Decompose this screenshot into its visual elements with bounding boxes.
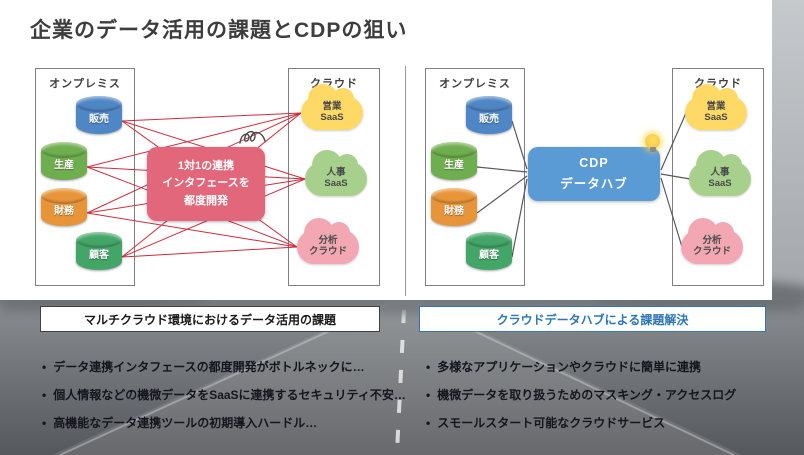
lightbulb-icon [645,134,660,152]
solution-bullet-list: 多様なアプリケーションやクラウドに簡単に連携 機微データを取り扱うためのマスキン… [426,360,790,444]
bullet-item: 個人情報などの機微データをSaaSに連携するセキュリティ不安… [42,388,418,403]
bullet-item: 多様なアプリケーションやクラウドに簡単に連携 [426,360,790,375]
caption-problem: マルチクラウド環境におけるデータ活用の課題 [40,306,380,332]
panel-divider [405,66,406,296]
problem-box: 1対1の連携 インタフェースを 都度開発 [147,147,265,221]
cloud-analytics-right: 分析 クラウド [681,218,743,264]
caption-solution: クラウドデータハブによる課題解決 [419,306,766,332]
cloud-hr-saas-left: 人事 SaaS [305,150,367,196]
database-sales-left: 販売 [76,96,122,134]
onprem-label: オンプレミス [439,78,511,90]
database-finance-right: 財務 [431,188,477,226]
database-sales-right: 販売 [466,96,512,134]
page-title: 企業のデータ活用の課題とCDPの狙い [30,19,408,42]
cloud-hr-saas-right: 人事 SaaS [689,150,751,196]
problem-bullet-list: データ連携インタフェースの都度開発がボトルネックに… 個人情報などの機微データを… [42,360,418,444]
database-customer-left: 顧客 [76,232,122,270]
bullet-item: 高機能なデータ連携ツールの初期導入ハードル… [42,416,418,431]
cdp-data-hub-box: CDP データハブ [528,147,660,201]
onprem-label: オンプレミス [49,78,121,90]
bullet-item: 機微データを取り扱うためのマスキング・アクセスログ [426,388,790,403]
database-production-right: 生産 [431,142,477,180]
bullet-item: スモールスタート可能なクラウドサービス [426,416,790,431]
cloud-sales-saas-right: 営業 SaaS [685,84,747,130]
database-production-left: 生産 [41,142,87,180]
cloud-analytics-left: 分析 クラウド [297,218,359,264]
bullet-item: データ連携インタフェースの都度開発がボトルネックに… [42,360,418,375]
database-customer-right: 顧客 [466,232,512,270]
cloud-sales-saas-left: 営業 SaaS [301,84,363,130]
database-finance-left: 財務 [41,188,87,226]
tangle-coil-icon [239,130,266,144]
